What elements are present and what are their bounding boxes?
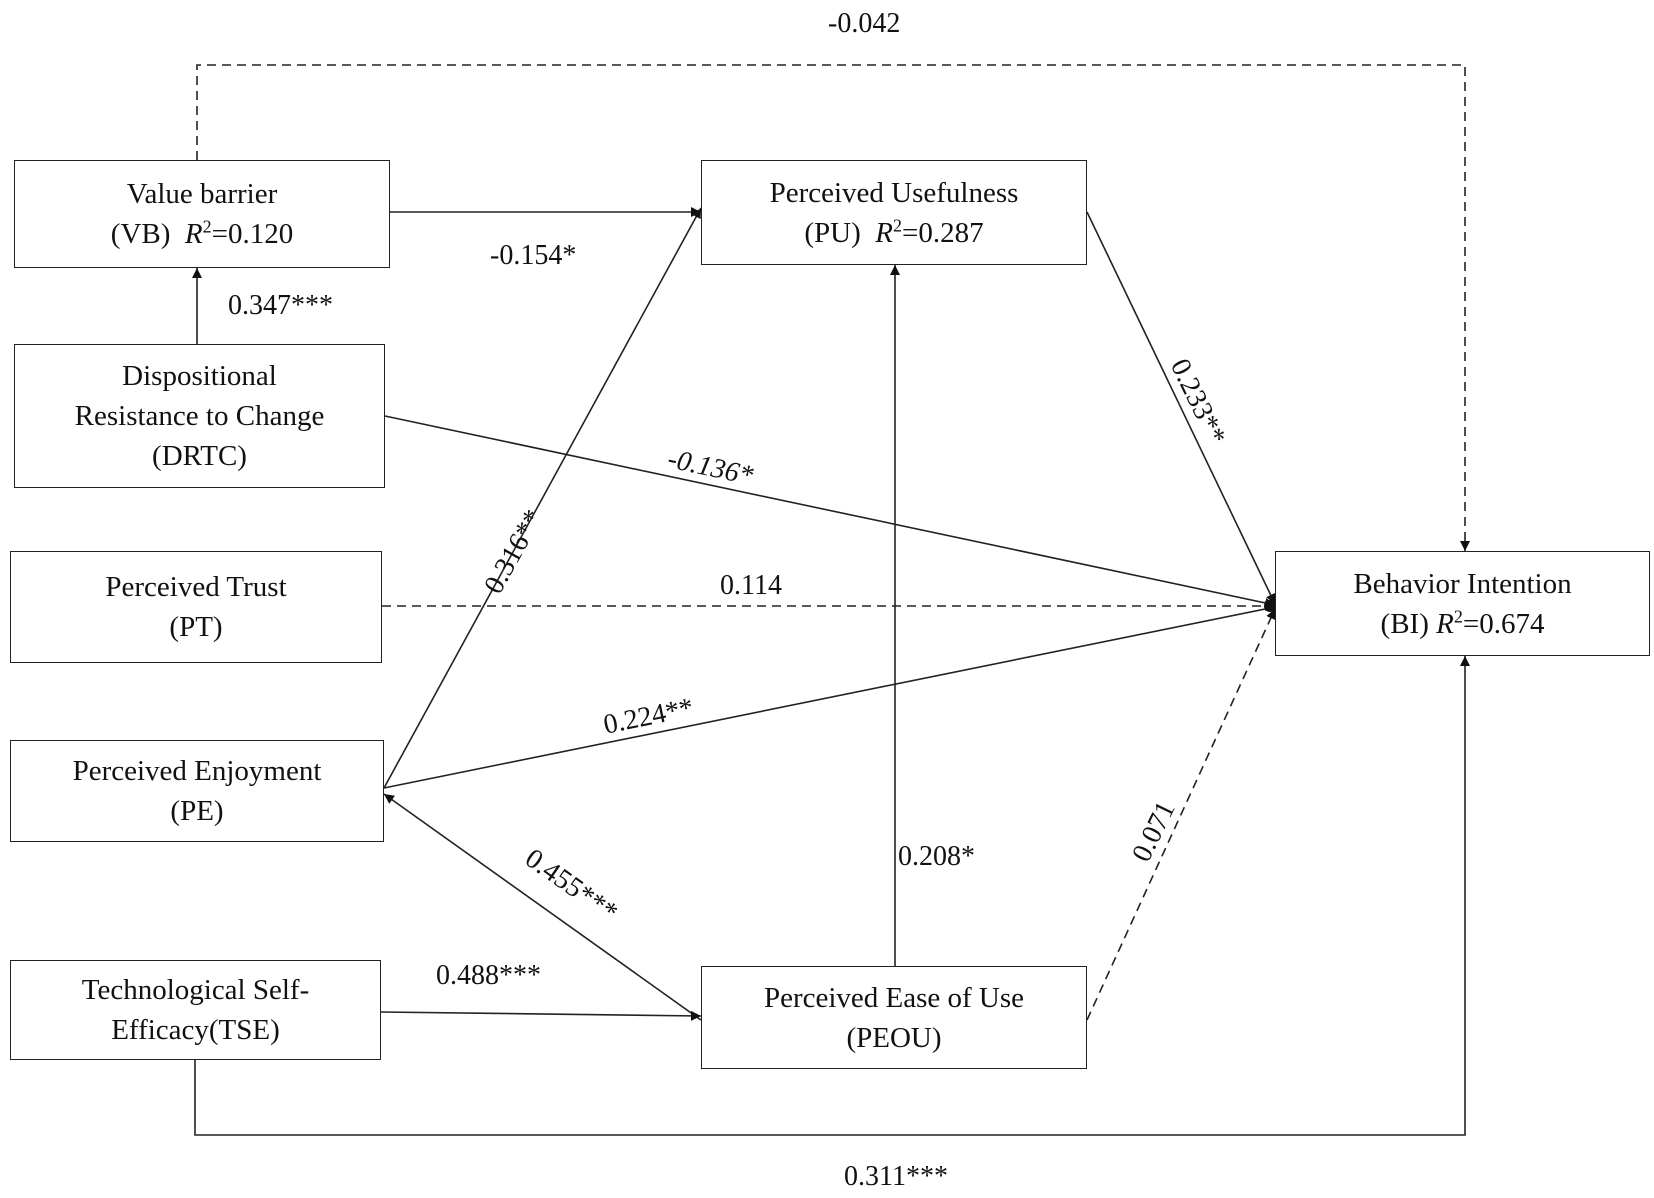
- coef-peou-pu: 0.208*: [898, 841, 975, 872]
- node-peou-abbr: (PEOU): [846, 1021, 942, 1054]
- path-drtc-to-bi: [384, 415, 1276, 608]
- node-bi-r2: (BI) R2=0.674: [1381, 604, 1545, 644]
- node-vb-name: Value barrier: [126, 178, 278, 210]
- node-tse-line1: Technological Self-: [81, 974, 310, 1006]
- node-pu: Perceived Usefulness (PU) R2=0.287: [701, 160, 1087, 265]
- node-peou: Perceived Ease of Use (PEOU): [701, 966, 1087, 1069]
- node-tse-line2: Efficacy(TSE): [111, 1014, 280, 1046]
- path-peou-to-pe: [383, 793, 713, 1030]
- node-bi-abbr: (BI): [1380, 607, 1429, 640]
- coef-vb-bi: -0.042: [828, 8, 901, 39]
- node-pe: Perceived Enjoyment (PE): [10, 740, 384, 842]
- node-vb-r2: (VB) R2=0.120: [111, 214, 293, 254]
- node-vb-abbr: (VB): [110, 218, 171, 250]
- node-pu-r2: (PU) R2=0.287: [804, 213, 983, 253]
- path-tse-to-bi: [194, 656, 1470, 1136]
- r2-exponent: 2: [893, 214, 902, 235]
- node-vb: Value barrier (VB) R2=0.120: [14, 160, 390, 268]
- path-tse-to-peou: [380, 1010, 702, 1021]
- coef-drtc-vb: 0.347***: [228, 290, 333, 321]
- node-pe-abbr: (PE): [170, 795, 224, 827]
- r2-symbol: R: [875, 216, 893, 249]
- node-pu-abbr: (PU): [804, 216, 861, 249]
- node-pe-name: Perceived Enjoyment: [72, 755, 322, 787]
- node-drtc-line1: Dispositional: [122, 360, 277, 392]
- r2-symbol: R: [184, 218, 203, 250]
- r2-value: =0.287: [902, 216, 984, 249]
- path-pe-to-bi: [383, 606, 1276, 789]
- node-tse: Technological Self- Efficacy(TSE): [10, 960, 381, 1060]
- r2-symbol: R: [1436, 607, 1454, 640]
- path-pu-to-bi: [1086, 211, 1276, 605]
- coef-tse-peou: 0.488***: [436, 960, 541, 991]
- coef-tse-bi: 0.311***: [844, 1161, 948, 1192]
- r2-value: =0.120: [211, 218, 294, 250]
- node-bi-name: Behavior Intention: [1353, 567, 1572, 600]
- node-bi: Behavior Intention (BI) R2=0.674: [1275, 551, 1650, 656]
- r2-exponent: 2: [1453, 605, 1463, 626]
- path-vb-to-bi: [196, 64, 1470, 551]
- r2-exponent: 2: [202, 216, 212, 237]
- node-drtc-line2: Resistance to Change: [74, 400, 325, 432]
- node-pt: Perceived Trust (PT): [10, 551, 382, 663]
- node-drtc: Dispositional Resistance to Change (DRTC…: [14, 344, 385, 488]
- node-pu-name: Perceived Usefulness: [769, 176, 1019, 209]
- node-pt-abbr: (PT): [169, 611, 223, 643]
- coef-pt-bi: 0.114: [720, 570, 782, 601]
- node-drtc-abbr: (DRTC): [152, 440, 247, 472]
- coef-vb-pu: -0.154*: [490, 240, 577, 271]
- r2-value: =0.674: [1462, 607, 1545, 640]
- node-pt-name: Perceived Trust: [105, 571, 287, 603]
- path-pe-to-pu: [383, 207, 702, 789]
- node-peou-name: Perceived Ease of Use: [763, 981, 1025, 1014]
- junction-dot: [1264, 600, 1276, 612]
- path-peou-to-bi: [1086, 608, 1276, 1021]
